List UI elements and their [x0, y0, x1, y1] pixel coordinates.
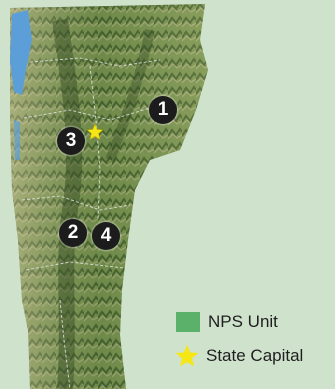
site-marker-2[interactable]: 2 [59, 219, 87, 247]
site-marker-1[interactable]: 1 [149, 96, 177, 124]
green-square-icon [176, 312, 200, 332]
lake-champlain [10, 10, 32, 95]
star-icon [175, 344, 199, 367]
state-capital-star-icon[interactable] [86, 123, 104, 141]
map-legend: NPS Unit State Capital [175, 310, 334, 378]
site-marker-3[interactable]: 3 [57, 127, 85, 155]
legend-item-nps-unit: NPS Unit [176, 310, 334, 334]
site-marker-4[interactable]: 4 [92, 222, 120, 250]
legend-label: State Capital [206, 346, 304, 365]
legend-label: NPS Unit [208, 312, 278, 331]
legend-item-state-capital: State Capital [175, 344, 334, 368]
